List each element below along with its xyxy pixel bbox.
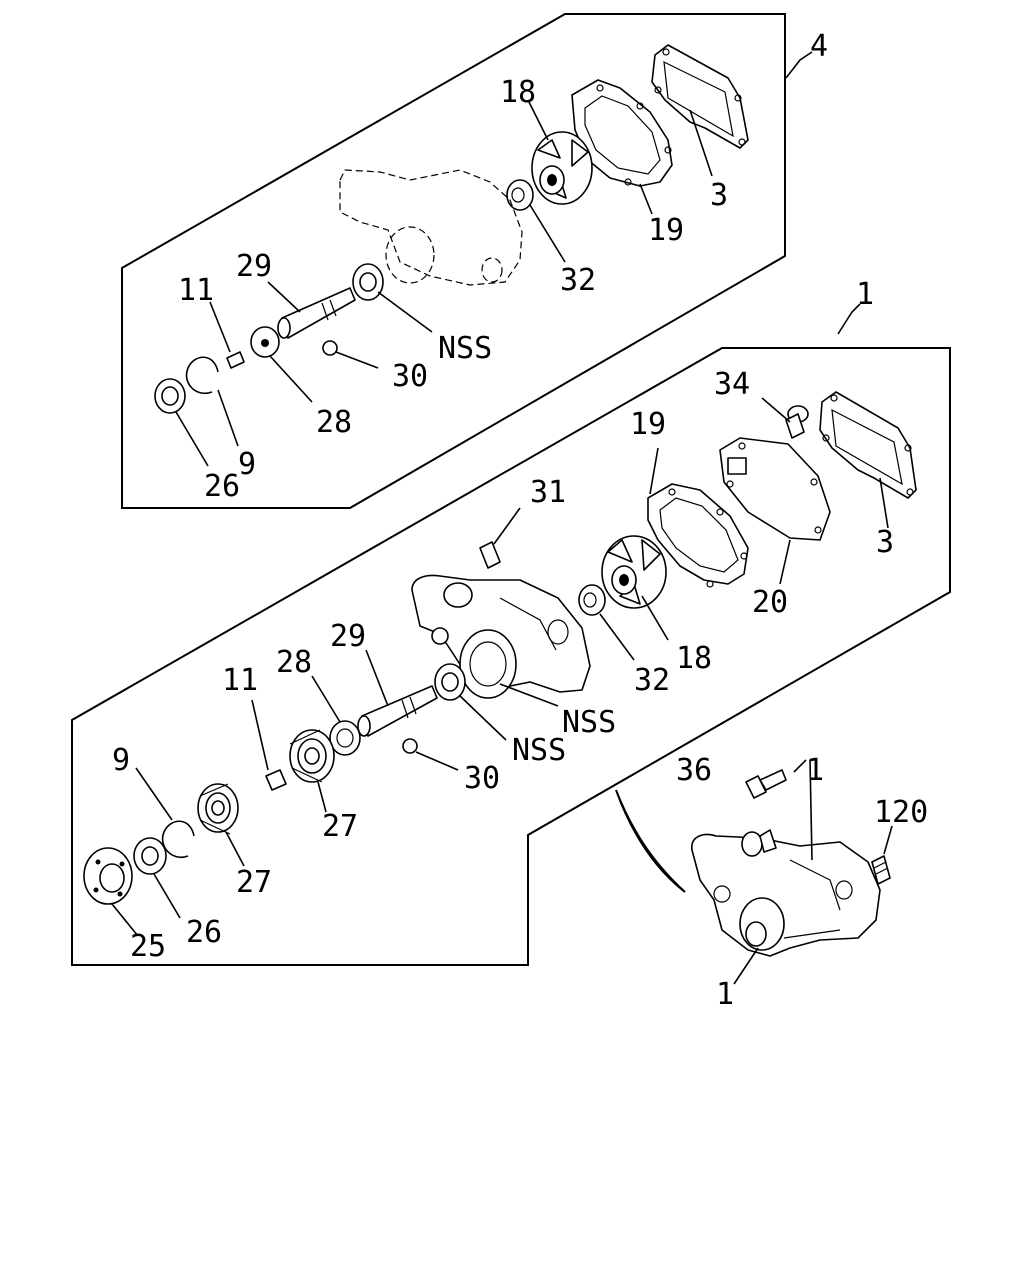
upper-label-26: 26 <box>204 469 240 504</box>
upper-label-18: 18 <box>500 75 536 110</box>
lower-shaft-29 <box>357 685 438 737</box>
upper-impeller-18 <box>531 131 593 205</box>
upper-kit-callout: 4 <box>810 29 828 64</box>
label-36: 36 <box>676 753 712 788</box>
label-1-bottom: 1 <box>716 977 734 1012</box>
lower-label-32: 32 <box>634 663 670 698</box>
lower-kit-callout: 1 <box>856 277 874 312</box>
lower-kit-group: 1 34 19 3 31 20 18 32 29 28 11 NSS NSS 3… <box>71 277 951 966</box>
assembled-pump-body <box>691 829 881 957</box>
lower-label-nss-body: NSS <box>562 705 616 740</box>
upper-gasket-3 <box>651 44 749 149</box>
lower-label-29: 29 <box>330 619 366 654</box>
upper-label-28: 28 <box>316 405 352 440</box>
lower-label-28: 28 <box>276 645 312 680</box>
lower-seal-32 <box>578 584 606 616</box>
upper-label-29: 29 <box>236 249 272 284</box>
upper-washer-28 <box>250 326 280 358</box>
lower-label-9: 9 <box>112 743 130 778</box>
upper-nss-seal <box>352 263 384 301</box>
lower-label-27b: 27 <box>236 865 272 900</box>
lower-label-20: 20 <box>752 585 788 620</box>
lower-label-25: 25 <box>130 929 166 964</box>
lower-label-30: 30 <box>464 761 500 796</box>
assembled-pump-group: 36 1 120 1 <box>615 753 928 1012</box>
lower-label-31: 31 <box>530 475 566 510</box>
upper-kit-frame <box>121 13 786 509</box>
lower-label-11: 11 <box>222 663 258 698</box>
lower-bearing-27a <box>289 729 335 783</box>
lower-pump-body <box>411 574 591 699</box>
label-1-top: 1 <box>806 753 824 788</box>
lower-plate-20 <box>719 437 831 541</box>
lower-bolt-34 <box>785 405 809 439</box>
lower-label-19: 19 <box>630 407 666 442</box>
lower-impeller-18 <box>601 535 667 609</box>
lower-label-18: 18 <box>676 641 712 676</box>
lower-label-34: 34 <box>714 367 750 402</box>
lower-gasket-19 <box>647 483 749 588</box>
lower-oring-30 <box>402 738 418 754</box>
upper-pin-11 <box>226 351 245 369</box>
label-120: 120 <box>874 795 928 830</box>
upper-label-3: 3 <box>710 178 728 213</box>
lower-pin-11 <box>265 769 287 791</box>
lower-pin-31 <box>479 541 501 569</box>
upper-oring-30 <box>322 340 338 356</box>
lower-label-nss-seal: NSS <box>512 733 566 768</box>
upper-seal-26 <box>154 378 186 414</box>
lower-kit-frame <box>71 347 951 966</box>
lower-label-27a: 27 <box>322 809 358 844</box>
lower-label-26: 26 <box>186 915 222 950</box>
bolt-36 <box>745 769 787 799</box>
lower-seal-26 <box>133 837 167 875</box>
upper-shaft-29 <box>277 287 356 339</box>
assembly-arrow <box>615 789 686 893</box>
upper-label-nss: NSS <box>438 331 492 366</box>
upper-kit-group: 4 3 18 19 32 29 11 NSS 30 28 9 26 <box>121 13 828 509</box>
upper-label-32: 32 <box>560 263 596 298</box>
upper-label-9: 9 <box>238 447 256 482</box>
lower-label-3: 3 <box>876 525 894 560</box>
lower-bearing-27b <box>197 783 239 835</box>
lower-snapring-9 <box>161 820 195 859</box>
upper-pump-body-phantom <box>339 169 523 286</box>
lower-hub-25 <box>83 847 133 905</box>
stud-120 <box>871 855 891 885</box>
upper-seal-32 <box>506 179 534 211</box>
lower-gasket-3 <box>819 391 917 499</box>
lower-nss-seal <box>434 663 466 701</box>
upper-snapring-9 <box>185 356 219 395</box>
upper-label-30: 30 <box>392 359 428 394</box>
lower-washer-28 <box>329 720 361 756</box>
upper-label-11: 11 <box>178 273 214 308</box>
upper-label-19: 19 <box>648 213 684 248</box>
